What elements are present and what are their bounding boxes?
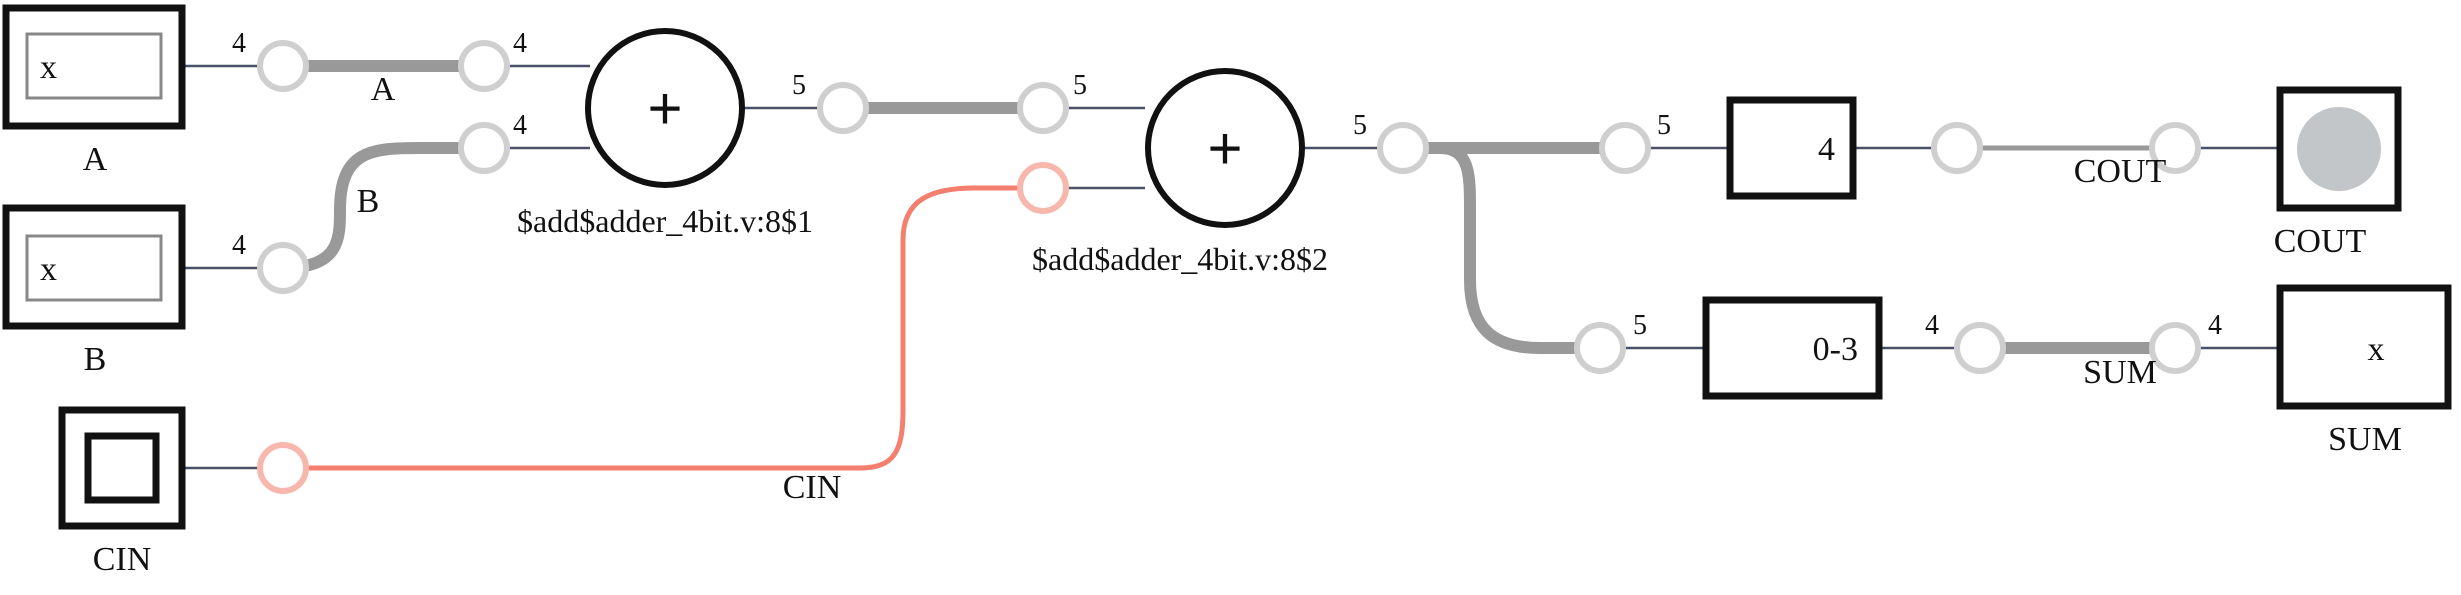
input-b-field[interactable] (25, 234, 163, 302)
slice-sum-range: 0-3 (1813, 331, 1858, 368)
input-b[interactable]: x B (2, 204, 186, 378)
input-b-label: B (84, 341, 107, 378)
slice-cout-range: 4 (1818, 131, 1835, 168)
input-a[interactable]: x A (2, 4, 186, 178)
port-sum-slice-in[interactable] (1574, 322, 1626, 374)
port-b-out[interactable] (257, 242, 309, 294)
width-a-out: 4 (232, 28, 246, 59)
width-sum-slice-out: 4 (1925, 310, 1939, 341)
wire-add2-sum-bus[interactable] (1434, 142, 1606, 354)
slice-cout[interactable]: 4 (1726, 96, 1857, 200)
input-b-value: x (40, 251, 57, 288)
output-cout: COUT (2274, 86, 2402, 260)
input-cin-label: CIN (93, 541, 152, 578)
wire-label-cout: COUT (2074, 153, 2167, 190)
wire-label-cin: CIN (783, 469, 842, 506)
width-add2-in: 5 (1073, 70, 1087, 101)
width-cout-slice-in: 5 (1657, 110, 1671, 141)
port-sum-slice-out[interactable] (1954, 322, 2006, 374)
wires (185, 60, 2278, 471)
adder-2-label: $add$adder_4bit.v:8$2 (1032, 241, 1328, 277)
port-add2-b[interactable] (1017, 162, 1069, 214)
adder-1-symbol: + (647, 75, 682, 142)
adder-2-body[interactable] (1145, 68, 1305, 228)
width-add2-out: 5 (1353, 110, 1367, 141)
output-cout-lamp (2297, 107, 2381, 191)
width-add1-out: 5 (792, 70, 806, 101)
port-add1-b[interactable] (458, 122, 510, 174)
slice-sum[interactable]: 0-3 (1702, 296, 1883, 400)
adder-2-symbol: + (1207, 115, 1242, 182)
port-add1-a[interactable] (458, 40, 510, 92)
wire-b-bus[interactable] (277, 142, 490, 274)
wire-labels: A B CIN COUT SUM (357, 71, 2167, 506)
slice-cout-box[interactable] (1726, 96, 1857, 200)
adder-2[interactable]: + $add$adder_4bit.v:8$2 (1032, 68, 1328, 277)
width-sum-in: 4 (2208, 310, 2222, 341)
port-add2-out[interactable] (1377, 122, 1429, 174)
width-a-in: 4 (513, 28, 527, 59)
input-a-value: x (40, 49, 57, 86)
output-cout-label: COUT (2274, 223, 2367, 260)
output-sum-value: x (2368, 331, 2385, 368)
wire-label-a: A (371, 71, 396, 108)
input-a-label: A (83, 141, 108, 178)
port-add1-out[interactable] (817, 82, 869, 134)
ports (257, 40, 2201, 494)
wire-cin[interactable] (280, 185, 1046, 471)
port-cout-slice-out[interactable] (1931, 122, 1983, 174)
adder-1-label: $add$adder_4bit.v:8$1 (517, 203, 813, 239)
wire-label-sum: SUM (2083, 354, 2157, 391)
port-sum-in[interactable] (2149, 322, 2201, 374)
slice-sum-box[interactable] (1702, 296, 1883, 400)
port-cout-in[interactable] (2149, 122, 2201, 174)
bit-width-labels: 4 4 4 4 5 5 5 5 5 4 4 (232, 28, 2222, 341)
width-sum-slice-in: 5 (1633, 310, 1647, 341)
width-b-in: 4 (513, 110, 527, 141)
input-cin[interactable]: CIN (58, 406, 186, 578)
port-cout-slice-in[interactable] (1599, 122, 1651, 174)
output-sum-label: SUM (2328, 421, 2402, 458)
wire-label-b: B (357, 183, 380, 220)
width-b-out: 4 (232, 230, 246, 261)
input-a-field[interactable] (25, 32, 163, 100)
port-cin-out[interactable] (257, 442, 309, 494)
input-cin-toggle[interactable] (84, 432, 160, 504)
adder-1[interactable]: + $add$adder_4bit.v:8$1 (517, 28, 813, 239)
port-add2-a[interactable] (1017, 82, 1069, 134)
output-sum: x SUM (2276, 284, 2452, 458)
output-sum-box (2276, 284, 2452, 410)
port-a-out[interactable] (257, 40, 309, 92)
adder-1-body[interactable] (585, 28, 745, 188)
